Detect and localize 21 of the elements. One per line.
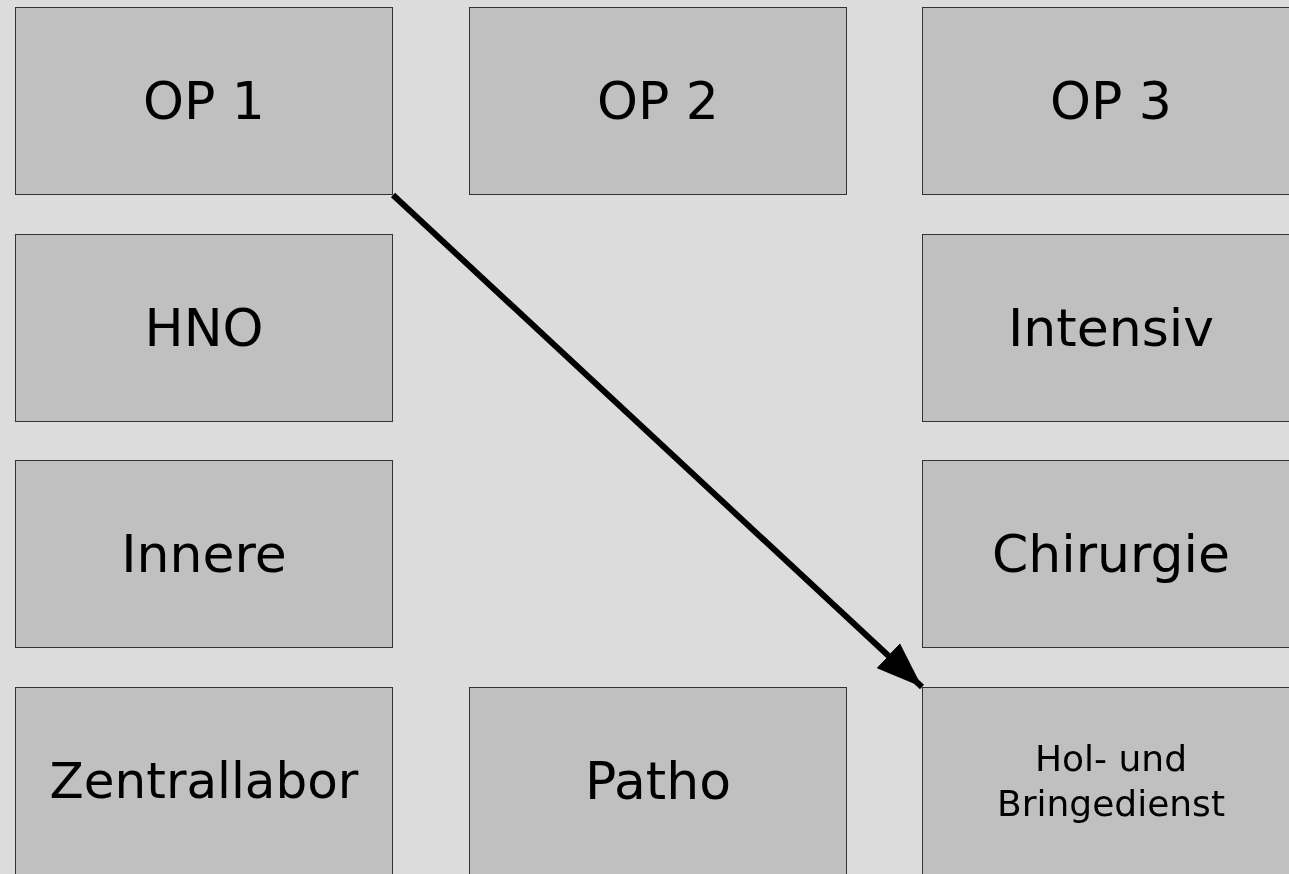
department-box [922,460,1289,648]
department-box [922,234,1289,422]
department-box [922,687,1289,874]
department-label: Innere [121,522,287,586]
department-box [15,687,393,874]
department-box [15,234,393,422]
department-box [469,687,847,874]
department-box [469,7,847,195]
department-box [15,7,393,195]
department-label: Hol- und Bringedienst [996,737,1226,826]
department-label: Chirurgie [992,522,1230,586]
department-label: OP 2 [597,69,719,133]
department-label: Intensiv [1008,296,1214,360]
department-label: HNO [144,296,264,360]
department-label: OP 1 [143,69,265,133]
arrow [390,192,925,690]
department-box [922,7,1289,195]
department-label: OP 3 [1050,69,1172,133]
department-label: Patho [584,749,731,813]
department-label: Zentrallabor [49,750,359,812]
department-box [15,460,393,648]
